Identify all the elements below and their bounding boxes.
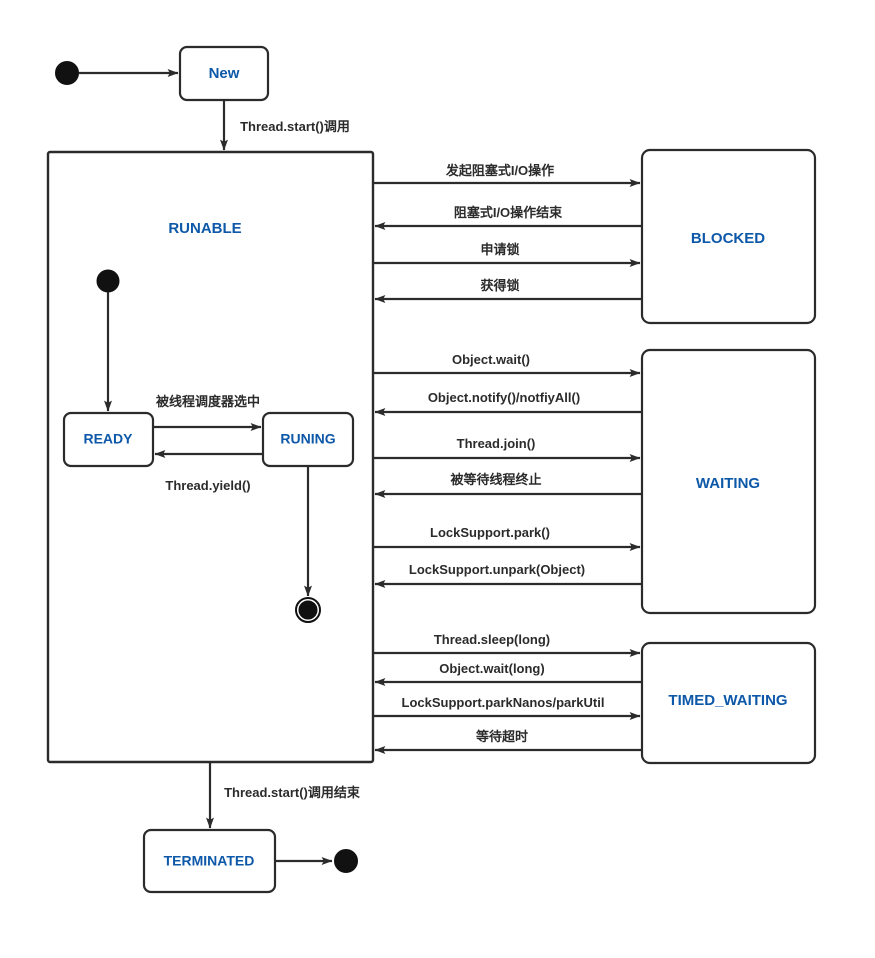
initial-state-node <box>55 61 79 85</box>
state-timed-waiting-label: TIMED_WAITING <box>668 692 787 709</box>
transition-runable-to-blocked-lock-request-label: 申请锁 <box>480 242 519 257</box>
state-ready-label: READY <box>83 431 133 447</box>
state-blocked-label: BLOCKED <box>691 230 765 247</box>
transition-timed-to-runable-timeout-label: 等待超时 <box>475 729 528 744</box>
transition-runable-to-terminated-label: Thread.start()调用结束 <box>224 785 361 800</box>
transition-timed-to-runable-wait-long-label: Object.wait(long) <box>439 661 544 676</box>
transition-waiting-to-runable-notify-label: Object.notify()/notfiyAll() <box>428 390 580 405</box>
transition-blocked-to-runable-lock-acquired-label: 获得锁 <box>480 278 519 293</box>
state-waiting[interactable]: WAITING <box>640 348 817 615</box>
state-runable-label: RUNABLE <box>168 220 241 237</box>
transition-ready-to-runing-label: 被线程调度器选中 <box>155 394 260 409</box>
transition-runable-to-waiting-wait-label: Object.wait() <box>452 352 530 367</box>
state-runing-label: RUNING <box>280 431 335 447</box>
transition-runable-to-waiting-join-label: Thread.join() <box>457 436 536 451</box>
state-ready[interactable]: READY <box>62 411 155 468</box>
state-timed-waiting[interactable]: TIMED_WAITING <box>640 641 817 765</box>
transition-waiting-to-runable-unpark-label: LockSupport.unpark(Object) <box>409 562 585 577</box>
state-runing[interactable]: RUNING <box>261 411 355 468</box>
state-waiting-label: WAITING <box>696 475 760 492</box>
transition-runable-to-timed-sleep-label: Thread.sleep(long) <box>434 632 550 647</box>
inner-initial-state-node <box>96 269 120 293</box>
inner-final-state-node <box>295 597 321 623</box>
state-new[interactable]: New <box>178 45 270 102</box>
final-state-node <box>334 849 358 873</box>
state-terminated-label: TERMINATED <box>164 853 255 869</box>
transition-runable-to-waiting-park-label: LockSupport.park() <box>430 525 550 540</box>
transition-runable-to-timed-parknanos-label: LockSupport.parkNanos/parkUtil <box>402 695 605 710</box>
state-terminated[interactable]: TERMINATED <box>142 828 277 894</box>
transition-new-to-runable-label: Thread.start()调用 <box>240 119 350 134</box>
transition-blocked-to-runable-io-end-label: 阻塞式I/O操作结束 <box>454 205 563 220</box>
transition-waiting-to-runable-thread-terminated-label: 被等待线程终止 <box>449 472 541 487</box>
state-new-label: New <box>209 65 240 82</box>
state-blocked[interactable]: BLOCKED <box>640 148 817 325</box>
transition-runable-to-blocked-io-label: 发起阻塞式I/O操作 <box>445 163 554 178</box>
transition-runing-to-ready-label: Thread.yield() <box>165 478 250 493</box>
